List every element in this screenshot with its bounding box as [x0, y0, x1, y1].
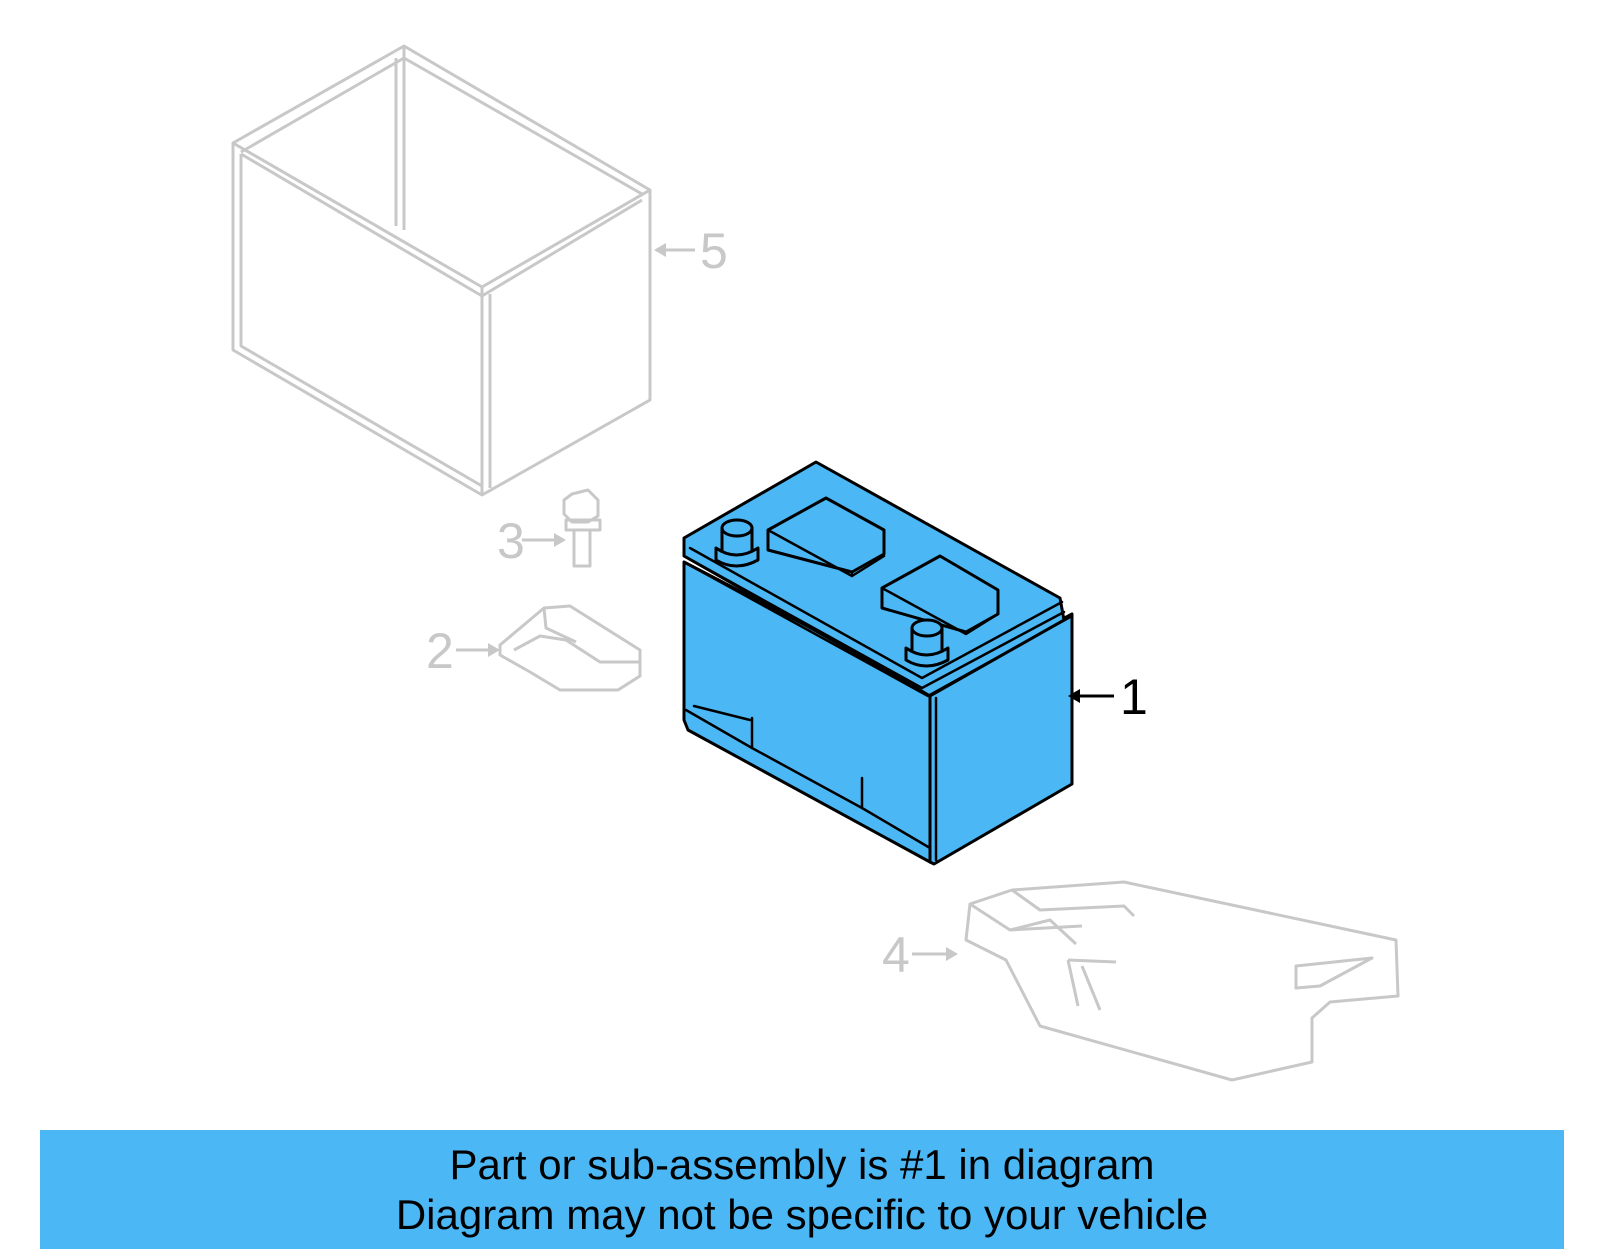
diagram-info-banner: Part or sub-assembly is #1 in diagram Di… — [40, 1130, 1564, 1249]
part-4-tray — [964, 880, 1400, 1082]
callout-1: 1 — [1068, 669, 1148, 725]
callout-2-number: 2 — [426, 623, 454, 679]
part-2-bracket — [498, 604, 642, 692]
callout-3-number: 3 — [497, 513, 525, 569]
callout-4-number: 4 — [882, 927, 910, 983]
callout-4: 4 — [882, 927, 958, 983]
callout-3: 3 — [497, 513, 566, 569]
part-5-battery-box — [231, 44, 652, 497]
callout-1-number: 1 — [1120, 669, 1148, 725]
banner-line-disclaimer: Diagram may not be specific to your vehi… — [395, 1190, 1209, 1238]
callout-2: 2 — [426, 623, 500, 679]
part-3-bolt — [562, 488, 602, 568]
parts-diagram: 5 3 2 — [231, 44, 1400, 1082]
callout-5: 5 — [654, 223, 728, 279]
part-1-battery — [682, 460, 1074, 866]
banner-line-part-number: Part or sub-assembly is #1 in diagram — [449, 1140, 1155, 1188]
callout-5-number: 5 — [700, 223, 728, 279]
